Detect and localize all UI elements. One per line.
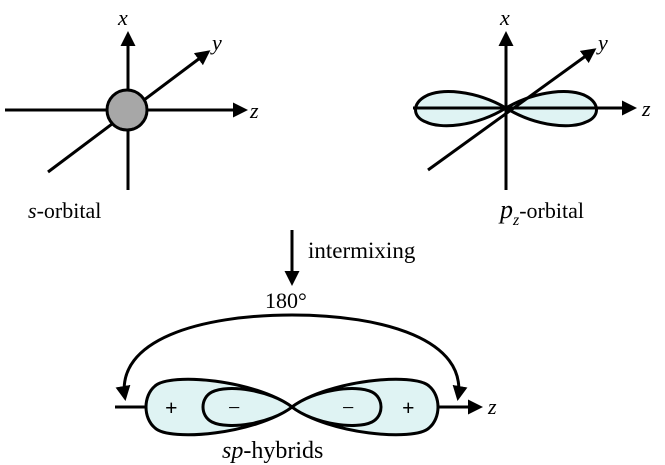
pz-caption-rest: -orbital bbox=[519, 198, 584, 223]
sp-lobe-right-small bbox=[289, 387, 383, 427]
s-orbital-sphere bbox=[105, 88, 149, 132]
sign-right-inner: − bbox=[342, 395, 354, 420]
sign-right-outer: + bbox=[402, 395, 415, 420]
s-y-axis-label: y bbox=[210, 30, 222, 55]
s-caption-symbol: s bbox=[28, 198, 37, 223]
sp-hybrids-panel: 180° + − − + z sp-hybrids bbox=[115, 288, 497, 464]
intermixing-label: intermixing bbox=[308, 238, 416, 263]
s-orbital-panel: x y z s-orbital bbox=[5, 5, 259, 223]
sp-caption-rest: -hybrids bbox=[243, 438, 323, 464]
angle-label: 180° bbox=[265, 288, 307, 313]
pz-orbital-caption: pz-orbital bbox=[498, 195, 584, 229]
sp-lobe-left-small bbox=[201, 387, 295, 427]
s-orbital-caption: s-orbital bbox=[28, 198, 101, 223]
angle-arc-arrow bbox=[115, 313, 468, 401]
sp-hybrids-caption: sp-hybrids bbox=[222, 438, 323, 464]
sign-left-outer: + bbox=[165, 395, 178, 420]
pz-z-axis-label: z bbox=[641, 96, 651, 121]
s-caption-rest: -orbital bbox=[37, 198, 102, 223]
pz-x-axis-label: x bbox=[499, 5, 510, 30]
pz-y-axis bbox=[427, 48, 597, 172]
s-x-axis-label: x bbox=[117, 5, 128, 30]
sp-caption-symbol: sp bbox=[222, 438, 243, 464]
sp-z-axis-label: z bbox=[487, 394, 497, 419]
sign-left-inner: − bbox=[228, 395, 240, 420]
s-z-axis-label: z bbox=[249, 98, 259, 123]
pz-caption-subscript: z bbox=[512, 212, 520, 229]
intermixing-step: intermixing bbox=[284, 230, 416, 286]
pz-caption-symbol: p bbox=[498, 195, 513, 224]
pz-y-axis-label: y bbox=[596, 30, 608, 55]
pz-orbital-panel: x y z pz-orbital bbox=[413, 5, 651, 229]
